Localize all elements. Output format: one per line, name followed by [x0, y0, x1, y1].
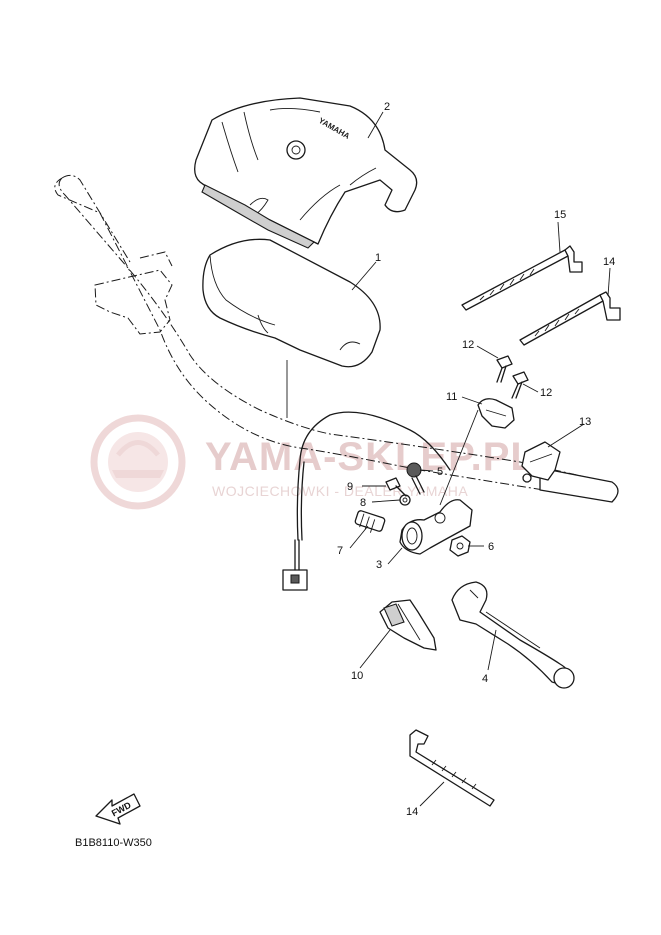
part-14-cable-tie: [409, 729, 495, 807]
switch-cable: [282, 411, 451, 591]
watermark-logo-icon: [90, 414, 186, 510]
part-9-bolt: [385, 477, 407, 497]
leader-lines: [349, 111, 611, 807]
watermark-title: YAMA-SKLEP.PL: [205, 435, 536, 479]
callout-12-right: 12: [540, 387, 552, 399]
callout-1: 1: [375, 252, 381, 264]
callout-5: 5: [437, 466, 443, 478]
callout-2: 2: [384, 101, 390, 113]
connector-icon: [282, 539, 308, 591]
part-15-cable-tie: [461, 245, 583, 311]
diagram-code: B1B8110-W350: [75, 837, 152, 849]
callout-11: 11: [446, 391, 457, 403]
watermark-subtitle: WOJCIECHOWKI - DEALER YAMAHA: [212, 483, 468, 499]
part-11-clamp: [477, 398, 515, 429]
callout-9: 9: [347, 481, 353, 493]
part-12-bolt: [511, 371, 529, 399]
callout-12-left: 12: [462, 339, 474, 351]
callout-15: 15: [554, 209, 566, 221]
callout-4: 4: [482, 673, 488, 685]
part-5-screw: [406, 462, 425, 495]
part-6-nut: [449, 535, 471, 557]
callout-6: 6: [488, 541, 494, 553]
callout-3: 3: [376, 559, 382, 571]
callout-13: 13: [579, 416, 591, 428]
callout-14-lower: 14: [406, 806, 418, 818]
yamaha-tuning-fork-icon: [286, 140, 306, 160]
callout-14-upper: 14: [603, 256, 615, 268]
part-2-cover: YAMAHA: [194, 97, 418, 249]
part-14-cable-tie: [519, 291, 621, 346]
part-1-pad: [202, 238, 381, 418]
part-13-clamp: [521, 441, 561, 483]
part-4-lever: [451, 581, 575, 689]
callouts: 2 1 15 14 12 12 11 13 5 9 8 7 6 3 10 4 1…: [337, 101, 615, 818]
handlebar: [54, 174, 619, 503]
part-7-adjuster: [354, 510, 386, 533]
part-10-lever-cover: [379, 599, 437, 651]
callout-8: 8: [360, 497, 366, 509]
callout-7: 7: [337, 545, 343, 557]
part-3-lever-holder: [399, 409, 479, 555]
part-8-washer: [399, 494, 411, 506]
callout-10: 10: [351, 670, 363, 682]
fwd-arrow-icon: FWD: [95, 793, 141, 825]
part-12-bolt: [496, 355, 513, 383]
